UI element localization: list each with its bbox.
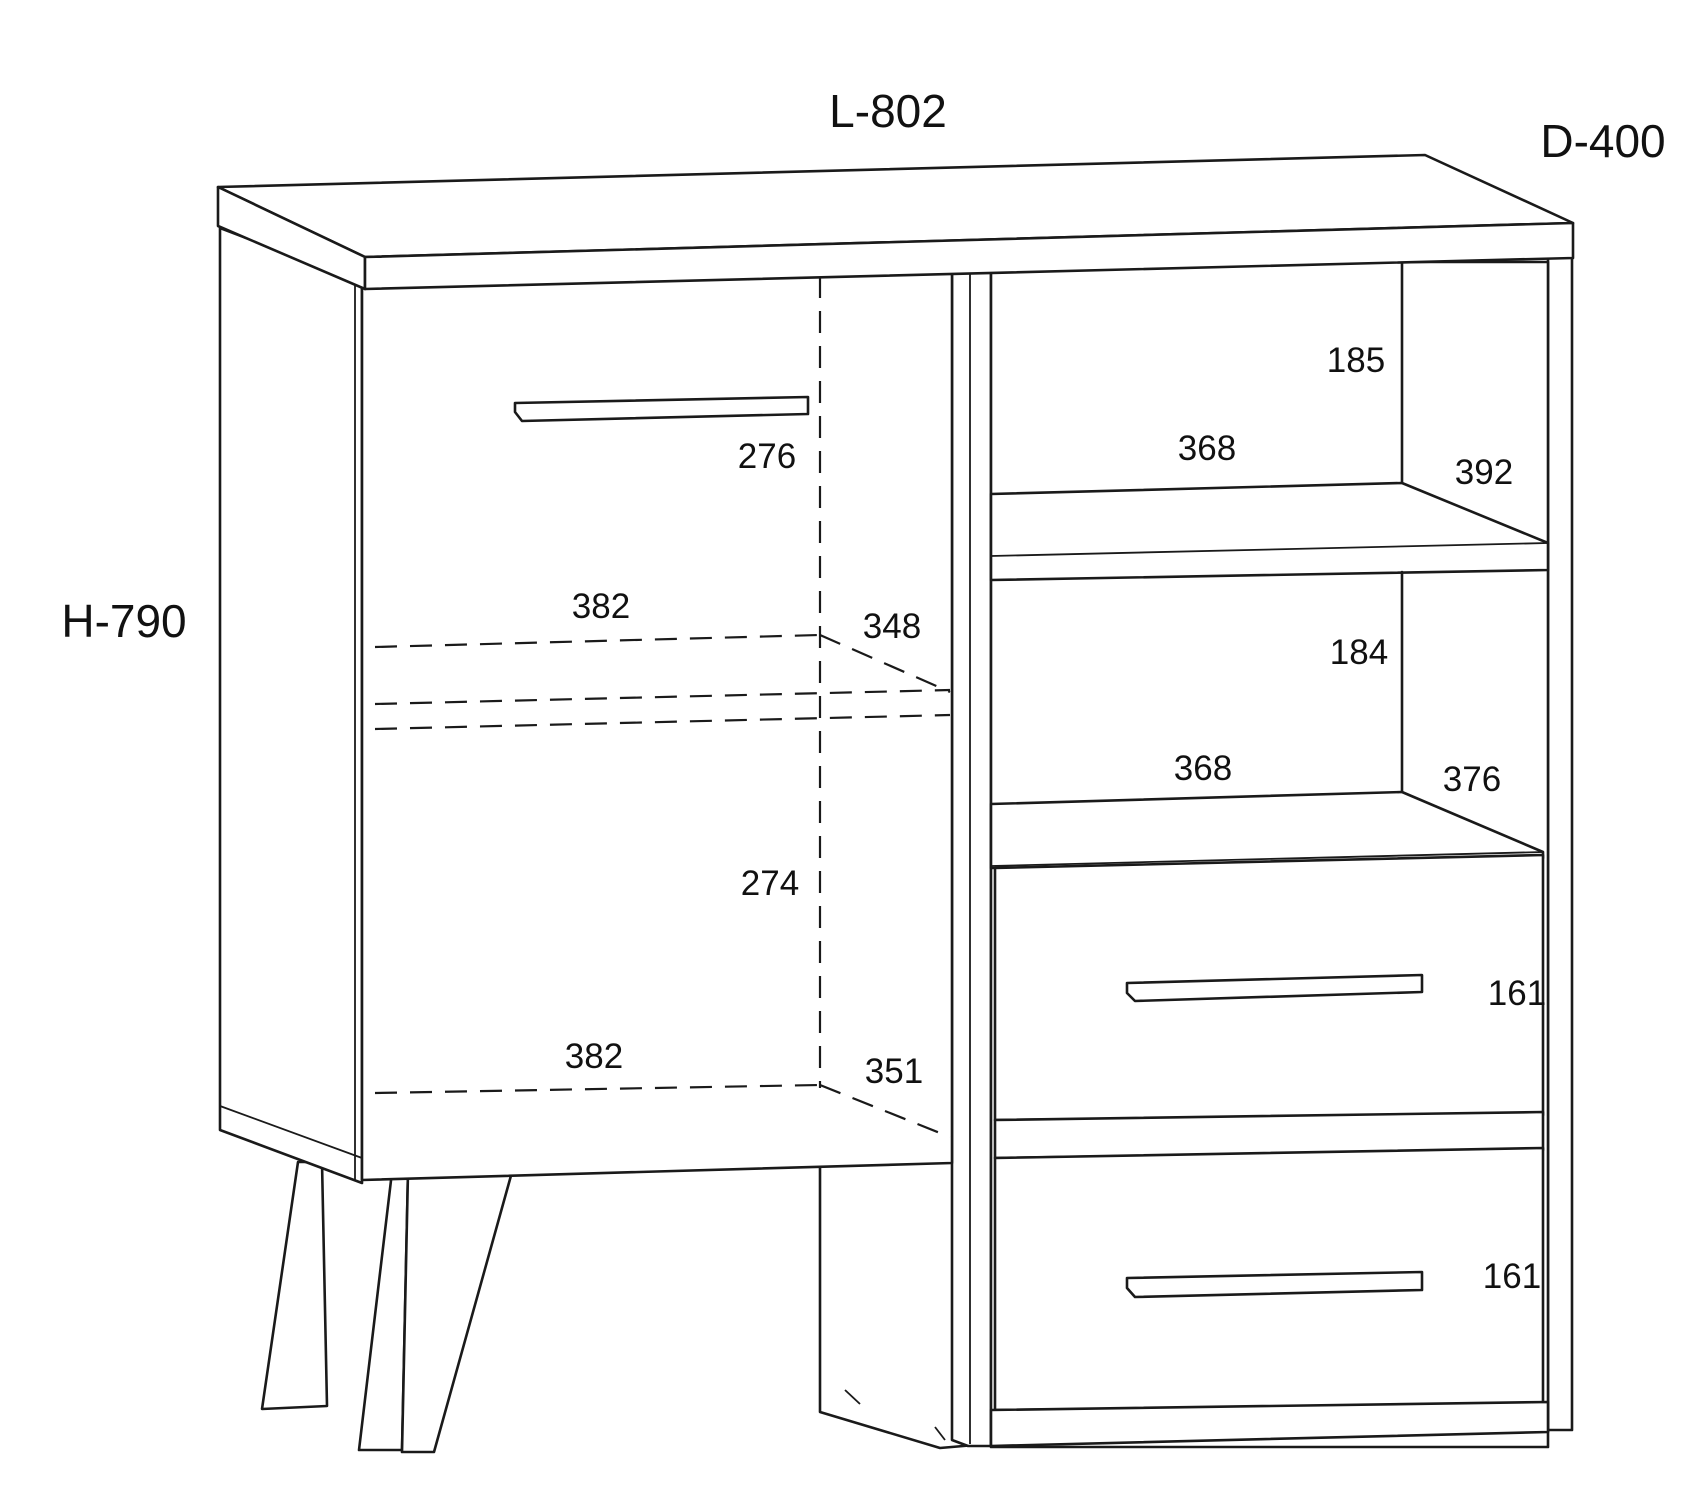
top-shelf-height-label: 185 [1327, 341, 1385, 380]
lower-drawer-height-label: 161 [1483, 1257, 1541, 1296]
top-board [216, 153, 1575, 291]
left-upper-height-label: 276 [738, 437, 796, 476]
hidden-interior [374, 276, 951, 1139]
upper-drawer-height-label: 161 [1488, 974, 1546, 1013]
overall-height-label: H-790 [61, 595, 186, 647]
leg-front-right [400, 1170, 514, 1454]
top-shelf [989, 481, 1550, 582]
door [360, 270, 954, 1182]
top-shelf-depth-label: 392 [1455, 453, 1513, 492]
leg-back [260, 1160, 329, 1411]
overall-depth-label: D-400 [1540, 115, 1665, 167]
overall-length-label: L-802 [829, 85, 947, 137]
middle-shelf-depth-label: 376 [1443, 760, 1501, 799]
middle-shelf-width-label: 368 [1174, 749, 1232, 788]
top-shelf-width-label: 368 [1178, 429, 1236, 468]
drawer-upper [993, 853, 1545, 1122]
leg-front-left [357, 1170, 410, 1452]
drawer-lower-handle [1125, 1270, 1424, 1299]
left-shelf-depth-label: 348 [863, 607, 921, 646]
right-side-panel [1546, 254, 1574, 1432]
left-shelf-width-label: 382 [572, 587, 630, 626]
left-bottom-depth-label: 351 [865, 1052, 923, 1091]
middle-shelf-height-label: 184 [1330, 633, 1388, 672]
center-divider [950, 268, 993, 1448]
drawer-lower [993, 1146, 1545, 1412]
door-handle [513, 395, 810, 423]
left-bottom-width-label: 382 [565, 1037, 623, 1076]
left-side-panel [218, 226, 364, 1185]
left-lower-height-label: 274 [741, 864, 799, 903]
plinth [989, 1400, 1550, 1448]
drawer-upper-handle [1125, 973, 1424, 1003]
dimension-labels: L-802 D-400 H-790 276 382 348 274 382 35… [61, 85, 1665, 1296]
legs [260, 1160, 514, 1454]
